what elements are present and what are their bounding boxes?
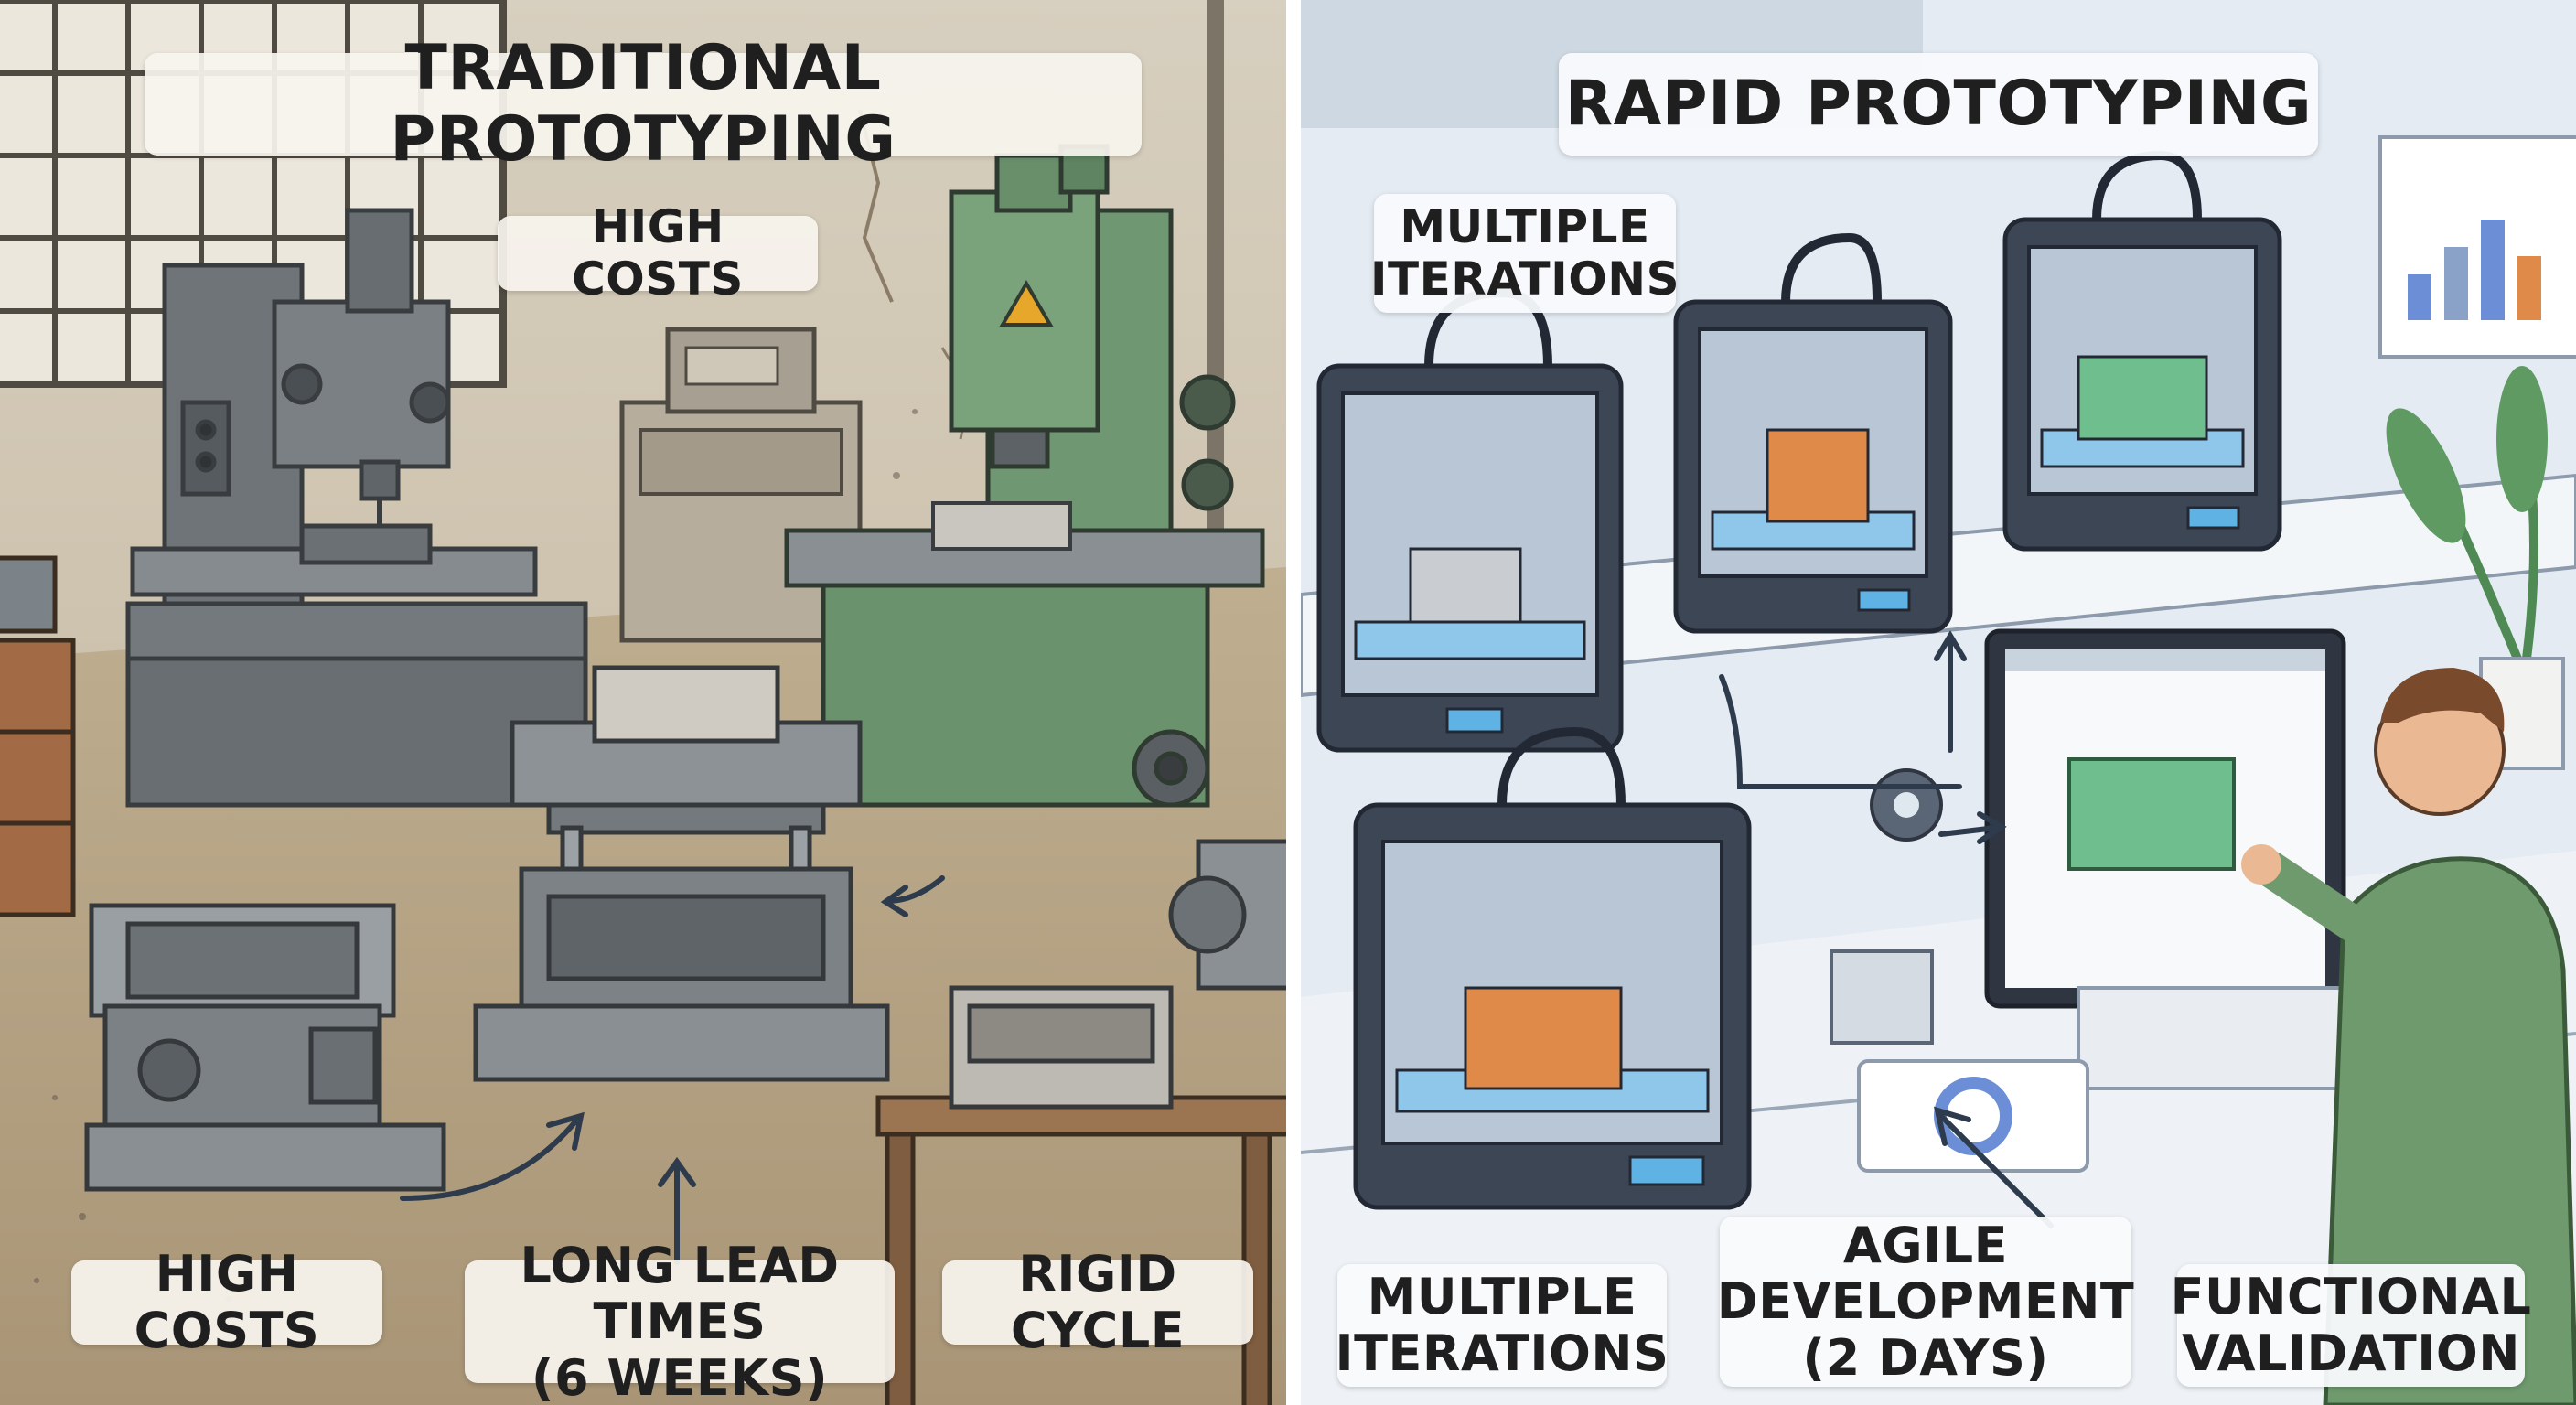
drawer-cabinet xyxy=(0,555,76,917)
arrow-icon xyxy=(400,875,945,1265)
caption-multiple-iterations: MULTIPLE ITERATIONS xyxy=(1335,1264,1669,1387)
rapid-title: RAPID PROTOTYPING xyxy=(1559,53,2318,156)
traditional-title: TRADITIONAL PROTOTYPING xyxy=(145,33,1142,175)
milling-machine xyxy=(125,208,588,808)
multiple-iterations-top-label: MULTIPLE ITERATIONS xyxy=(1370,194,1680,313)
printer-front xyxy=(1353,726,1752,1210)
caption-validation-line1: FUNCTIONAL xyxy=(2170,1268,2532,1326)
top-label-line1: MULTIPLE xyxy=(1400,200,1650,253)
caption-agile-development: AGILE DEVELOPMENT (2 DAYS) xyxy=(1717,1216,2134,1387)
rigid-cycle-part xyxy=(949,985,1174,1110)
keyboard xyxy=(2077,986,2364,1090)
caption-rigid-cycle: RIGID CYCLE xyxy=(942,1246,1253,1358)
caption-iterations-line1: MULTIPLE xyxy=(1367,1268,1637,1326)
warning-triangle-icon xyxy=(999,280,1054,327)
printer-back-right xyxy=(2002,150,2282,552)
lathe-motor xyxy=(1168,839,1286,991)
printer-back-left xyxy=(1316,287,1624,753)
caption-agile-line2: DEVELOPMENT xyxy=(1716,1272,2135,1331)
panel-divider xyxy=(1286,0,1301,1405)
caption-agile-line3: (2 DAYS) xyxy=(1802,1328,2049,1387)
printer-back-center xyxy=(1673,232,1953,634)
injection-mold xyxy=(473,665,890,1082)
caption-functional-validation: FUNCTIONAL VALIDATION xyxy=(2171,1264,2531,1387)
dust xyxy=(34,409,918,1302)
printed-cube xyxy=(1830,949,1934,1045)
mold-block xyxy=(84,903,446,1192)
caption-high-costs: HIGH COSTS xyxy=(71,1246,382,1358)
high-costs-top-label: HIGH COSTS xyxy=(498,201,818,306)
caption-validation-line2: VALIDATION xyxy=(2182,1325,2520,1382)
tablet xyxy=(1857,1059,2089,1173)
rapid-panel: RAPID PROTOTYPING MULTIPLE ITERATIONS MU… xyxy=(1301,0,2576,1405)
caption-long-lead-times: LONG LEAD TIMES (6 WEEKS) xyxy=(465,1237,895,1405)
bar-chart-icon xyxy=(2378,135,2576,359)
caption-lead-times-line1: LONG LEAD TIMES xyxy=(520,1236,840,1351)
part-on-drill xyxy=(931,501,1072,551)
cash-register-cabinet xyxy=(619,327,863,643)
traditional-panel: TRADITIONAL PROTOTYPING HIGH COSTS HIGH … xyxy=(0,0,1286,1405)
gear-icon xyxy=(1870,768,1943,842)
arrow-icon xyxy=(1719,630,2054,1228)
top-label-line2: ITERATIONS xyxy=(1369,252,1680,306)
caption-agile-line1: AGILE xyxy=(1842,1216,2008,1274)
caption-lead-times-line2: (6 WEEKS) xyxy=(531,1348,829,1405)
caption-iterations-line2: ITERATIONS xyxy=(1335,1325,1669,1382)
